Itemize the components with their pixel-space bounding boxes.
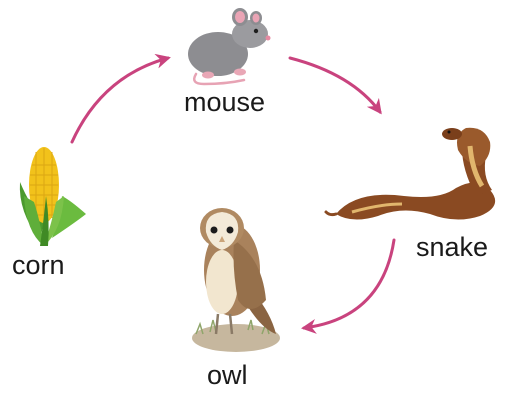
snake-label: snake bbox=[416, 234, 488, 261]
corn-label: corn bbox=[12, 252, 65, 279]
mouse-label: mouse bbox=[184, 89, 265, 116]
owl-label: owl bbox=[207, 362, 248, 389]
